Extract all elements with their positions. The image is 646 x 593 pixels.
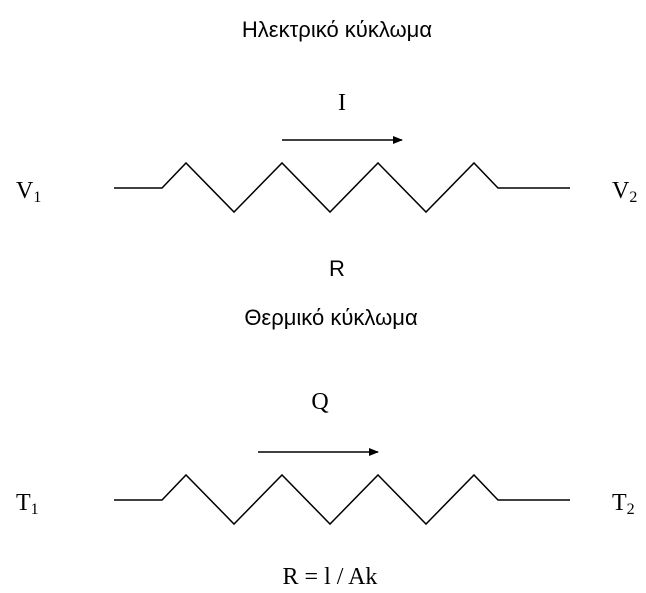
node-v1: V1 <box>16 178 41 206</box>
thermal-circuit: Θερμικό κύκλωμα Q T1 T2 R = l / Ak <box>16 305 635 590</box>
node-v2: V2 <box>612 178 637 206</box>
current-label: I <box>338 90 346 116</box>
node-t2: T2 <box>612 490 635 518</box>
thermal-resistor <box>114 473 570 526</box>
electrical-circuit-title: Ηλεκτρικό κύκλωμα <box>242 17 432 42</box>
node-t1: T1 <box>16 490 39 518</box>
electrical-circuit: Ηλεκτρικό κύκλωμα I V1 V2 R <box>16 17 637 281</box>
heat-flow-label: Q <box>311 389 328 415</box>
electrical-resistor <box>114 161 570 214</box>
thermal-resistance-formula: R = l / Ak <box>283 564 378 590</box>
thermal-circuit-title: Θερμικό κύκλωμα <box>244 305 418 330</box>
resistance-label: R <box>329 256 345 281</box>
